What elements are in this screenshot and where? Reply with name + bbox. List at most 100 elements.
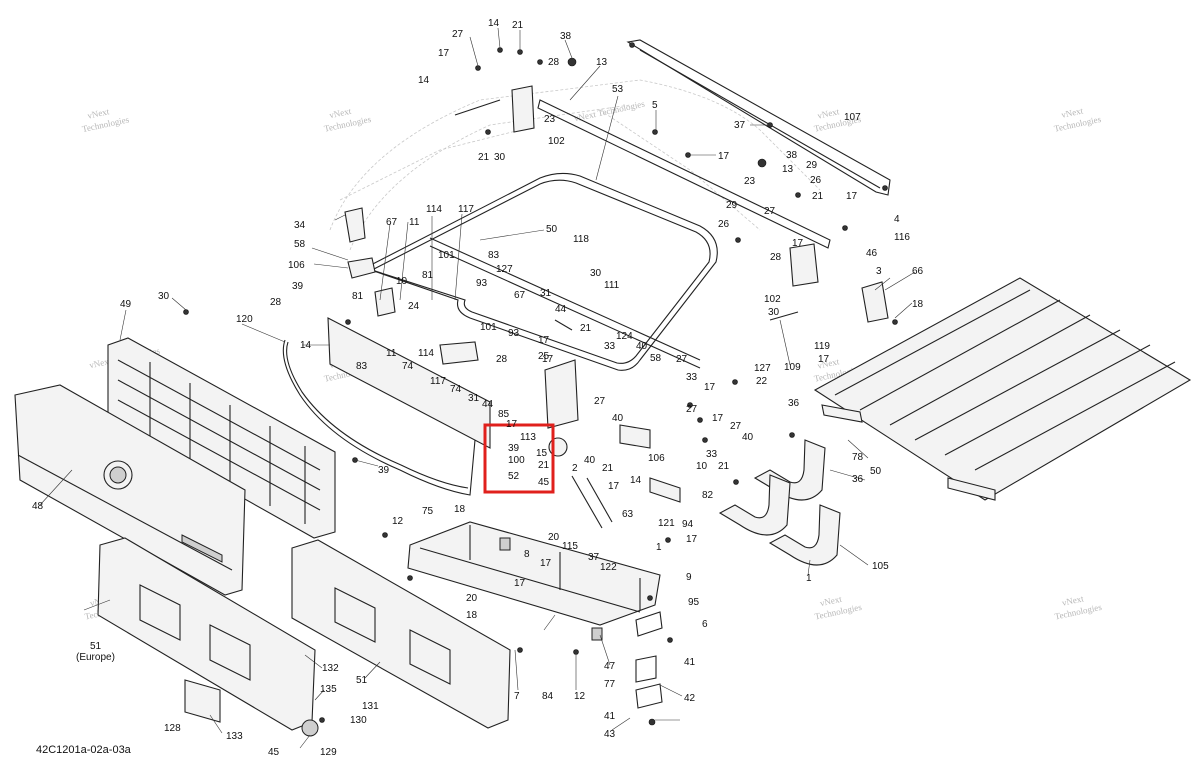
- gas-strut: [548, 437, 613, 529]
- highlight-box: [483, 423, 555, 494]
- callout-label: 17: [818, 354, 830, 365]
- callout-label: 121: [658, 518, 675, 529]
- callout-label: 51: [356, 675, 368, 686]
- callout-label: 132: [322, 663, 339, 674]
- callout-label: 81: [422, 270, 434, 281]
- callout-label: 51: [90, 641, 102, 652]
- callout-label: 93: [508, 328, 520, 339]
- callout-label: 45: [268, 747, 280, 758]
- bolt-icon: [757, 158, 767, 168]
- callout-label: 29: [806, 160, 818, 171]
- leader-lines: [39, 27, 916, 749]
- bottom-frame: [407, 521, 661, 641]
- mounting-brackets: [718, 439, 841, 566]
- callout-label: 9: [686, 572, 692, 583]
- callout-label: 6: [702, 619, 708, 630]
- callout-label: 28: [270, 297, 282, 308]
- callout-label: 111: [604, 280, 620, 291]
- callout-label: 114: [426, 204, 442, 215]
- nut-icon: [685, 152, 691, 158]
- callout-label: 27: [730, 421, 742, 432]
- callout-label: 127: [496, 264, 513, 275]
- callout-label: 17: [704, 382, 716, 393]
- callout-label: 2: [572, 463, 578, 474]
- fastener-icon: [733, 479, 739, 485]
- callout-label: 31: [540, 288, 552, 299]
- callout-label: 84: [542, 691, 554, 702]
- callout-label: 10: [696, 461, 708, 472]
- upper-bar: [537, 99, 831, 249]
- callout-label: 135: [320, 684, 337, 695]
- callout-label: 27: [686, 404, 698, 415]
- watermark: vNext Technologies: [323, 106, 372, 134]
- callout-label: 14: [300, 340, 312, 351]
- callout-label: 10: [396, 276, 408, 287]
- callout-label: 12: [574, 691, 586, 702]
- callout-label: 34: [294, 220, 306, 231]
- callout-label: 117: [430, 376, 446, 387]
- callout-label: 17: [846, 191, 858, 202]
- bolt-icon: [573, 649, 579, 655]
- callout-label: 49: [120, 299, 132, 310]
- callout-label: 21: [512, 20, 524, 31]
- callout-label: 95: [688, 597, 700, 608]
- seal-strip: [282, 339, 476, 496]
- callout-label: 77: [604, 679, 616, 690]
- watermark: vNext Technologies: [1053, 105, 1102, 133]
- callout-label: 20: [548, 532, 560, 543]
- nut-icon: [892, 319, 898, 325]
- callout-label: 85: [498, 409, 510, 420]
- fastener-icon: [795, 192, 801, 198]
- fastener-icon: [183, 309, 189, 315]
- callout-label: 21: [478, 152, 490, 163]
- watermark: vNext Technologies: [814, 594, 863, 622]
- watermark-text: vNext: [819, 594, 843, 608]
- callout-label: 58: [650, 353, 662, 364]
- callout-label: 122: [600, 562, 617, 573]
- nut-icon: [537, 59, 543, 65]
- tailgate-cover: [14, 384, 246, 596]
- callout-label: 33: [686, 372, 698, 383]
- callout-label: 11: [409, 217, 420, 228]
- callout-label: 36: [788, 398, 800, 409]
- callout-label: 93: [476, 278, 488, 289]
- bolt-icon: [647, 595, 653, 601]
- callout-label: 50: [546, 224, 558, 235]
- watermark: vNext Technologies: [573, 98, 646, 123]
- watermark-text: vNext: [86, 106, 110, 120]
- bolt-icon: [567, 57, 577, 67]
- callout-label: 30: [494, 152, 506, 163]
- callout-label: 114: [418, 348, 434, 359]
- latch-icon: [344, 207, 366, 243]
- callout-label: 3: [876, 266, 882, 277]
- highlight-label: 100: [508, 455, 525, 466]
- watermark: vNext Technologies: [81, 106, 130, 134]
- callout-label: 105: [872, 561, 889, 572]
- callout-label: 41: [604, 711, 616, 722]
- fastener-icon: [735, 237, 741, 243]
- callout-label: 14: [488, 18, 500, 29]
- callout-label: 17: [718, 151, 730, 162]
- callout-label: 116: [894, 232, 910, 243]
- highlight-label: 21: [538, 460, 550, 471]
- callout-label: 74: [450, 384, 462, 395]
- watermark-text: vNext Technologies: [573, 98, 646, 123]
- lower-panel: [291, 539, 511, 729]
- callout-label: 120: [236, 314, 253, 325]
- callout-label: 23: [544, 114, 556, 125]
- callout-label: 37: [588, 552, 600, 563]
- callout-label: 130: [350, 715, 367, 726]
- callout-label: 18: [912, 299, 924, 310]
- callout-label: 48: [32, 501, 44, 512]
- callout-label: 101: [438, 250, 455, 261]
- callout-label: 25: [538, 351, 550, 362]
- bracket: [184, 679, 319, 737]
- watermark-text: vNext: [1060, 105, 1084, 119]
- callout-label: 12: [392, 516, 404, 527]
- callout-note: (Europe): [76, 652, 115, 663]
- figure-code: 42C1201a-02a-03a: [36, 744, 132, 756]
- callout-label: 81: [352, 291, 364, 302]
- bolt-icon: [382, 532, 388, 538]
- callout-label: 50: [870, 466, 882, 477]
- watermark-text: vNext: [1061, 593, 1085, 607]
